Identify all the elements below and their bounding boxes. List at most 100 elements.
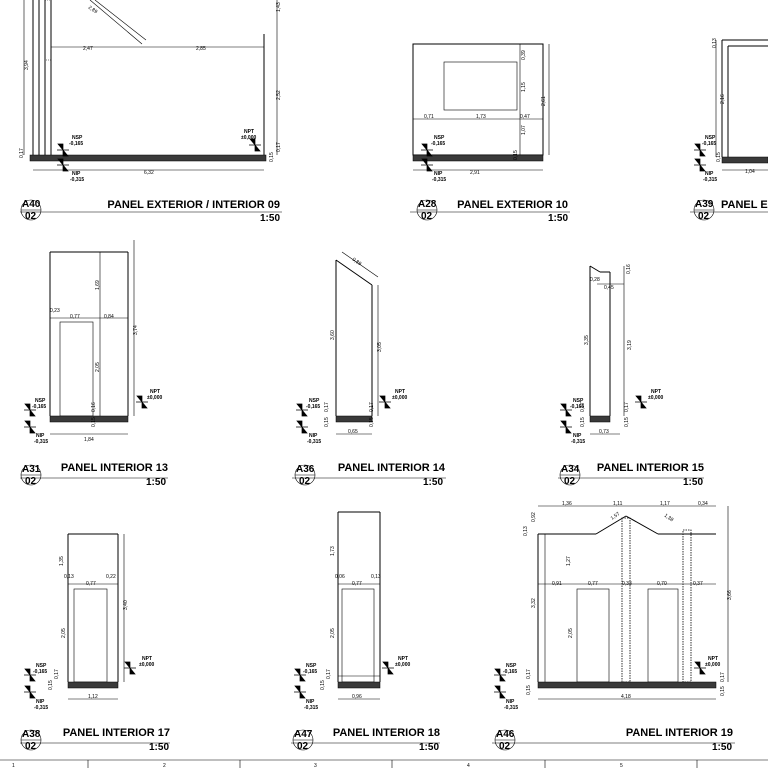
panel-code: A47 <box>294 729 313 740</box>
dim-text: 0,17 <box>369 402 375 412</box>
level-label: NSP <box>573 398 584 404</box>
dim-text: 0,15 <box>513 150 519 160</box>
level-label: NSP <box>35 398 46 404</box>
level-marker-icon <box>560 420 572 434</box>
panel-code: A36 <box>296 464 315 475</box>
level-label: NIP <box>306 699 315 705</box>
level-value: -0,165 <box>306 404 320 410</box>
dim-text: 3,32 <box>531 598 537 608</box>
level-marker-icon <box>694 158 706 172</box>
dim-text: 0,15 <box>720 686 726 696</box>
level-value: -0,165 <box>33 669 47 675</box>
dim-text: 0,15 <box>91 417 97 427</box>
dim-text: 3,60 <box>330 330 336 340</box>
dim-text: 0,73 <box>599 429 609 435</box>
level-value: -0,165 <box>503 669 517 675</box>
level-label: NIP <box>72 171 81 177</box>
level-value: -0,315 <box>432 177 446 183</box>
dim-text: 1,69 <box>95 280 101 290</box>
dim-text: 0,13 <box>371 574 381 580</box>
dim-text: 0,39 <box>521 50 527 60</box>
dim-text: 0,17 <box>54 669 60 679</box>
dim-text: 2,61 <box>541 96 547 106</box>
dim-text: 1,43 <box>276 2 282 12</box>
dim-text: 1,04 <box>745 169 755 175</box>
dim-text: 0,15 <box>526 685 532 695</box>
level-marker-icon <box>421 143 433 157</box>
dim-text: 4,18 <box>621 694 631 700</box>
dim-text: 0,13 <box>523 526 529 536</box>
panel-13: 0,23 0,77 0,84 1,69 2,05 3,74 0,16 0,15 … <box>20 240 168 488</box>
panel-scale: 1:50 <box>419 742 439 753</box>
dim-text: 0,77 <box>588 581 598 587</box>
level-marker-icon <box>296 403 308 417</box>
panel-title: PANEL EXTERIOR 10 <box>457 199 568 211</box>
dim-text: 0,96 <box>352 694 362 700</box>
level-label: NIP <box>309 433 318 439</box>
panel-title: PANEL E <box>721 199 768 211</box>
level-marker-icon <box>24 403 36 417</box>
panel-code: A28 <box>418 199 437 210</box>
level-value: -0,165 <box>431 141 445 147</box>
level-value: -0,315 <box>703 177 717 183</box>
dim-text: 0,23 <box>50 308 60 314</box>
dim-text: 0,28 <box>590 277 600 283</box>
level-label: NPT <box>142 656 152 662</box>
dim-text: 0,15 <box>716 152 722 162</box>
level-value: -0,165 <box>702 141 716 147</box>
panel-code: A39 <box>695 199 714 210</box>
dim-text: 0,17 <box>624 402 630 412</box>
dim-text: 1,11 <box>613 501 623 507</box>
level-value: -0,165 <box>32 404 46 410</box>
dim-text: 0,06 <box>335 574 345 580</box>
dim-text: 2,91 <box>470 170 480 176</box>
dim-text: 3,94 <box>24 60 30 70</box>
dim-text: 0,16 <box>626 264 632 274</box>
dim-text: 3,74 <box>133 325 139 335</box>
level-marker-icon <box>560 403 572 417</box>
panel-title: PANEL EXTERIOR / INTERIOR 09 <box>107 199 280 211</box>
panel-10: 0,71 1,73 0,47 0,39 1,15 1,07 2,61 0,15 … <box>410 43 570 224</box>
level-marker-icon <box>249 138 261 152</box>
dim-text: 0,37 <box>693 581 703 587</box>
level-label: NSP <box>506 663 517 669</box>
panel-number: 02 <box>564 476 576 487</box>
level-label: NPT <box>395 389 405 395</box>
grid-mark: 4 <box>467 763 470 768</box>
level-marker-icon <box>57 158 69 172</box>
panel-title: PANEL INTERIOR 13 <box>61 462 168 474</box>
level-value: -0,165 <box>570 404 584 410</box>
dim-text: 0,89 <box>351 257 363 268</box>
level-label: NPT <box>244 129 254 135</box>
level-marker-icon <box>24 668 36 682</box>
panel-number: 02 <box>299 476 311 487</box>
level-marker-icon <box>124 661 136 675</box>
level-label: NIP <box>434 171 443 177</box>
panel-code: A31 <box>22 464 41 475</box>
panel-number: 02 <box>698 211 710 222</box>
panel-09: 2,89 2,47 2,85 3,94 1,43 2,52 0,17 0,15 … <box>19 0 282 224</box>
panel-code: A40 <box>22 199 41 210</box>
level-value: ±0,000 <box>392 395 407 401</box>
level-marker-icon <box>635 395 647 409</box>
dim-text: 0,15 <box>624 417 630 427</box>
panel-title: PANEL INTERIOR 15 <box>597 462 704 474</box>
level-label: NPT <box>398 656 408 662</box>
level-label: NPT <box>150 389 160 395</box>
level-value: ±0,000 <box>395 662 410 668</box>
panel-number: 02 <box>421 211 433 222</box>
level-marker-icon <box>494 685 506 699</box>
level-value: ±0,000 <box>648 395 663 401</box>
level-marker-icon <box>294 668 306 682</box>
dim-text: 0,77 <box>352 581 362 587</box>
dim-text: 1,73 <box>330 546 336 556</box>
level-value: ±0,000 <box>241 135 256 141</box>
dim-text: 0,77 <box>86 581 96 587</box>
level-value: ±0,000 <box>139 662 154 668</box>
panel-title: PANEL INTERIOR 18 <box>333 727 440 739</box>
level-value: -0,315 <box>504 705 518 711</box>
dim-text: 1,38 <box>663 513 675 524</box>
dim-text: 0,13 <box>64 574 74 580</box>
dim-text: 0,17 <box>720 672 726 682</box>
grid-mark: 1 <box>12 763 15 768</box>
